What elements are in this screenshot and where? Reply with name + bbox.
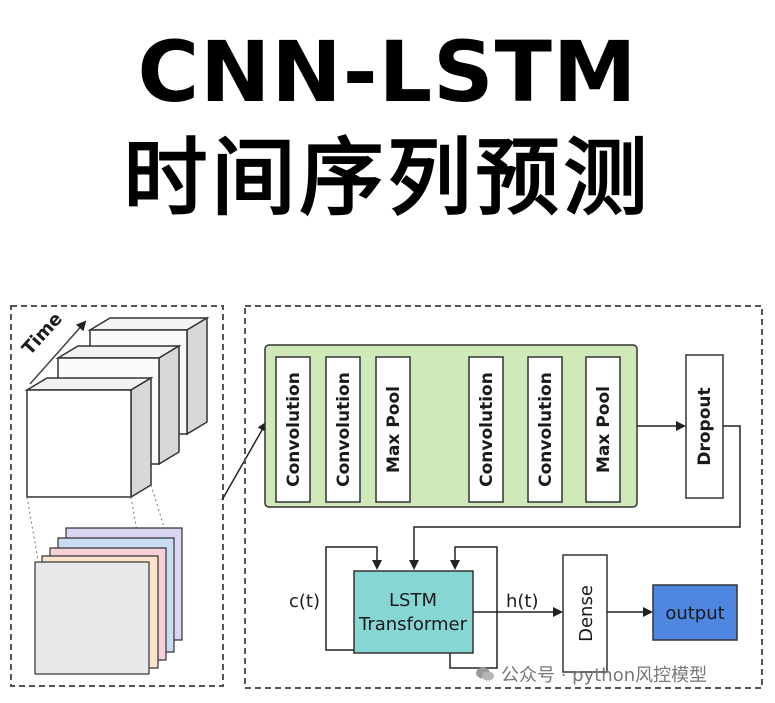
lstm-transformer-box [353,570,474,654]
front-frame [26,389,132,498]
cnn-layers: Convolution Convolution Max Pool Convolu… [275,356,621,503]
dropout-layer [685,354,724,499]
transformer-label: Transformer [358,614,468,635]
frame-stack [24,316,210,499]
maxpool-layer-1 [375,356,411,503]
conv-layer-2 [325,356,361,503]
hidden-state-loop [449,546,498,669]
dense-label: Dense [576,585,597,642]
watermark-text: 公众号 · python风控模型 [501,665,708,686]
hidden-state-label: h(t) [506,591,539,612]
lstm-label: LSTM [389,590,437,611]
dense-layer [562,554,608,673]
dropout-label: Dropout [695,387,715,465]
conv-layer-1-label: Convolution [284,372,304,487]
page-subtitle: 时间序列预测 [123,129,652,227]
cell-state-loop [325,546,382,651]
feature-maps [34,527,183,675]
cell-state-label: c(t) [289,591,320,612]
output-label: output [665,603,724,624]
maxpool-layer-1-label: Max Pool [384,386,404,473]
watermark: 公众号 · python风控模型 [475,661,707,687]
maxpool-layer-2 [585,356,621,503]
conv-layer-2-label: Convolution [334,372,354,487]
wechat-icon [476,667,494,681]
page-title: CNN-LSTM [137,23,638,121]
time-arrow [29,320,87,385]
maxpool-layer-2-label: Max Pool [594,386,614,473]
conv-layer-3 [468,356,504,503]
front-feature-map [34,561,150,675]
input-panel-border [10,305,224,687]
dropout-to-lstm-arrow [409,425,741,570]
output-box [652,584,738,641]
conv-layer-1 [275,356,311,503]
conv-layer-4-label: Convolution [536,372,556,487]
conv-layer-4 [527,356,563,503]
conv-layer-3-label: Convolution [477,372,497,487]
cnn-block [264,344,638,508]
